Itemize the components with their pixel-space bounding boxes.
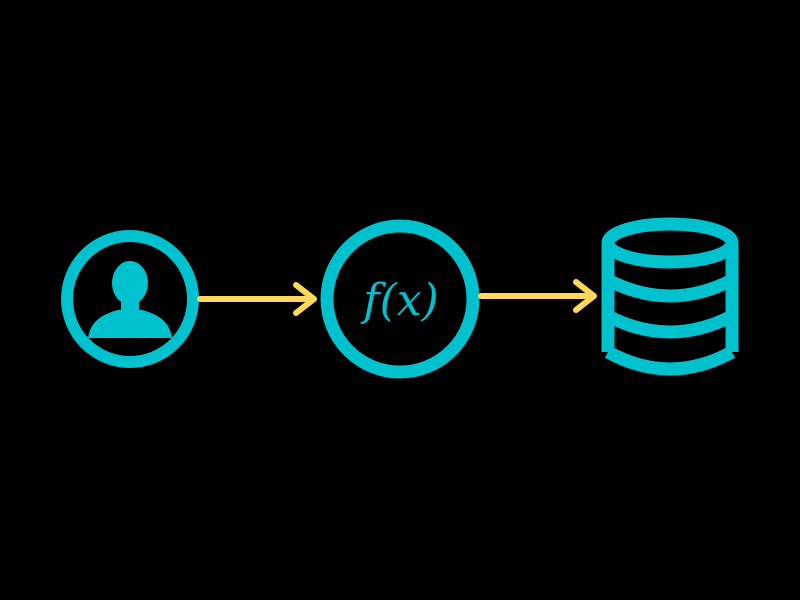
function-node-ring xyxy=(320,219,480,379)
function-node: f(x) xyxy=(320,219,480,379)
function-icon: f(x) xyxy=(360,275,438,326)
arrow-function-to-database xyxy=(478,279,597,313)
user-icon xyxy=(88,261,172,338)
database-icon xyxy=(601,217,739,376)
function-label: f(x) xyxy=(360,275,438,326)
user-node-ring xyxy=(61,230,199,368)
arrow-user-to-function xyxy=(197,282,317,316)
user-node xyxy=(61,230,199,368)
database-node xyxy=(601,217,739,376)
